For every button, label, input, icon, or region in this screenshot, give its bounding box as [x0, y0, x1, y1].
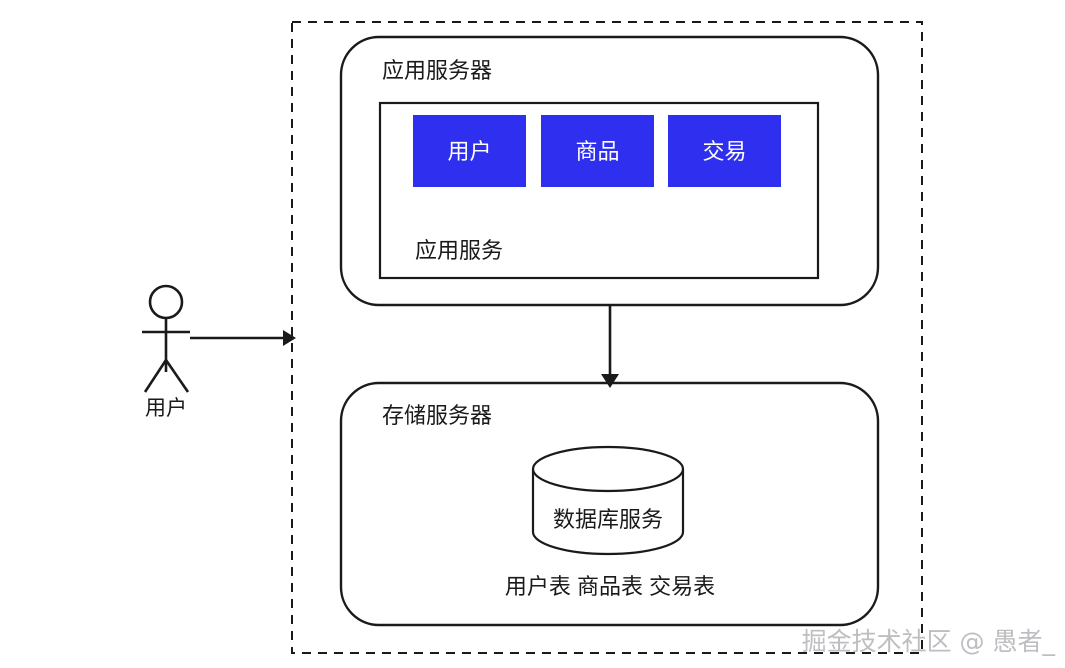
service-block-product[interactable]: 商品 [541, 115, 654, 187]
app-server-title: 应用服务器 [382, 58, 492, 83]
system-boundary [291, 21, 923, 654]
service-block-transaction-rect [668, 115, 781, 187]
service-block-transaction-label: 交易 [702, 139, 746, 164]
database-cylinder-icon [531, 445, 685, 556]
app-service-inner-box: 应用服务 [378, 101, 820, 280]
service-block-transaction[interactable]: 交易 [668, 115, 781, 187]
database-label: 数据库服务 [553, 507, 663, 532]
service-block-user-rect [413, 115, 526, 187]
service-block-product-rect [541, 115, 654, 187]
storage-tables-label: 用户表 商品表 交易表 [505, 574, 715, 599]
service-block-product-label: 商品 [575, 139, 619, 164]
actor-user[interactable]: 用户 [142, 284, 190, 420]
watermark: 掘金技术社区 @ 愚者_ [802, 627, 1056, 656]
storage-server-box: 存储服务器 数据库服务 用户表 商品表 交易表 [339, 381, 880, 627]
storage-server-title: 存储服务器 [382, 403, 492, 428]
actor-to-system-arrow [190, 330, 296, 346]
app-service-label: 应用服务 [415, 238, 503, 263]
app-to-storage-arrow [601, 305, 619, 388]
service-block-user[interactable]: 用户 [413, 115, 526, 187]
actor-label: 用户 [145, 397, 187, 420]
service-block-user-label: 用户 [447, 139, 491, 164]
app-server-box: 应用服务器 应用服务 用户 商品 交易 [339, 35, 880, 307]
stick-figure-icon [142, 284, 190, 393]
